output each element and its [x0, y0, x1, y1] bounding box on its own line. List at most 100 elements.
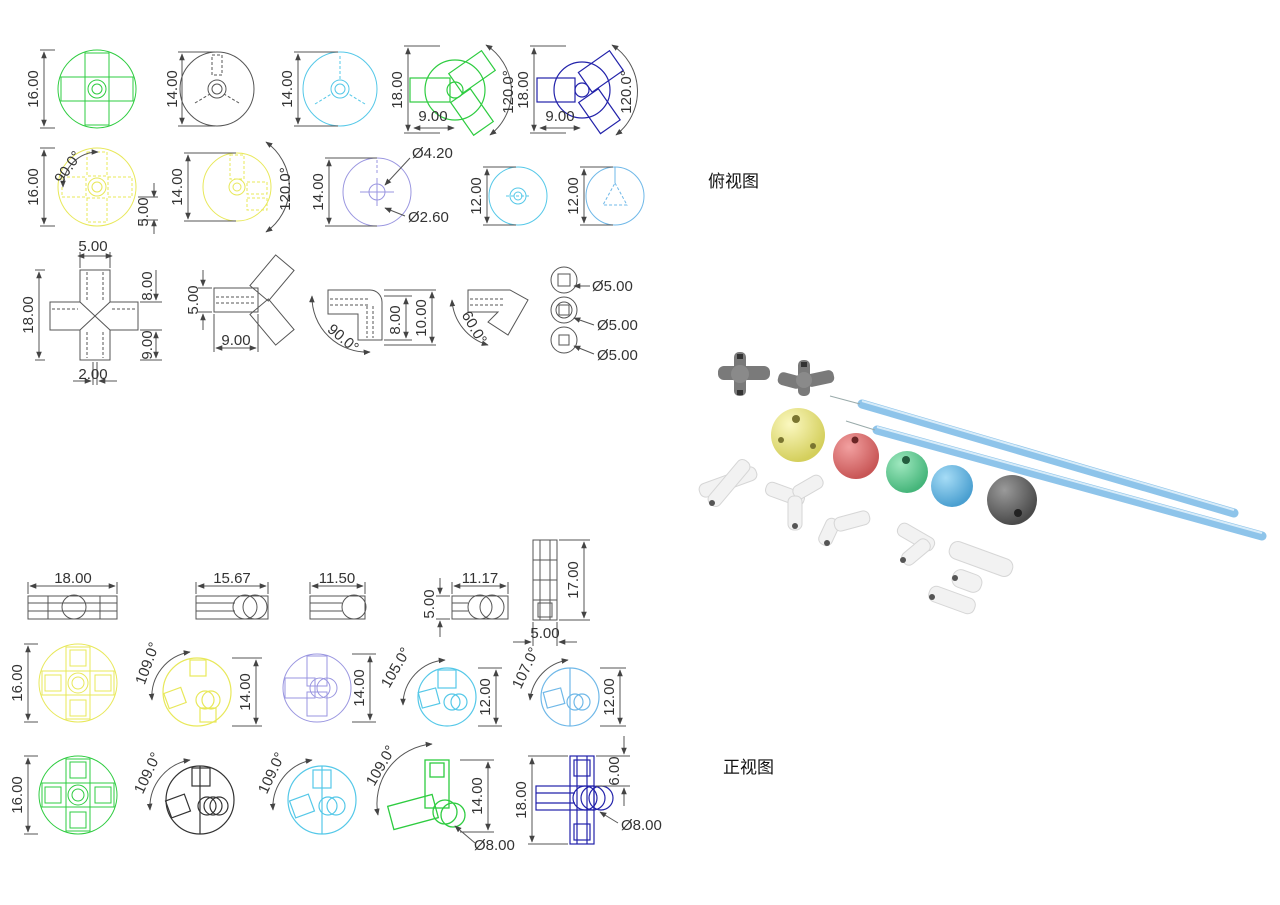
gray-tripod-connector	[777, 360, 835, 396]
row3-drawings: 5.00 18.00 8.00 9.00 2.00 5.00 9.00	[20, 238, 638, 385]
drawing-front-tall	[532, 539, 558, 621]
row6-drawings: 16.00 109.0° 109.0°	[9, 736, 662, 854]
dim-label: 14.00	[237, 673, 254, 711]
dim-label: 11.50	[319, 570, 355, 587]
dim-label: Ø5.00	[597, 347, 638, 364]
row1-drawings: 16.00 14.00 14.00	[25, 44, 638, 137]
ball-blue	[931, 465, 973, 507]
dim-label: 120.0°	[500, 70, 517, 114]
drawing-cross-connector	[49, 269, 139, 361]
dim-label: 12.00	[468, 177, 485, 215]
drawing-tube-ends	[550, 266, 578, 354]
front-view-label: 正视图	[723, 758, 774, 778]
white-tubes	[928, 541, 1014, 615]
dim-label: 109.0°	[363, 743, 399, 789]
dim-label: 5.00	[135, 197, 152, 226]
white-y-connector	[765, 474, 824, 531]
dim-label: 120.0°	[618, 70, 635, 114]
dim-label: 18.00	[515, 71, 532, 109]
drawing-front-double	[451, 594, 509, 620]
dim-label: 16.00	[25, 168, 42, 206]
dim-label: 8.00	[387, 305, 404, 334]
dim-label: Ø8.00	[621, 817, 662, 834]
dim-label: 14.00	[169, 168, 186, 206]
dim-label: 5.00	[78, 238, 107, 255]
dim-label: 14.00	[279, 70, 296, 108]
dim-label: 16.00	[9, 776, 26, 814]
dim-label: 15.67	[213, 570, 251, 587]
drawing-front-tee	[309, 594, 367, 620]
rod-2	[845, 420, 1267, 541]
dim-label: 18.00	[54, 570, 92, 587]
dim-label: 11.17	[462, 570, 498, 587]
dim-label: 14.00	[469, 777, 486, 815]
ball-green	[886, 451, 928, 493]
dim-label: 18.00	[20, 296, 37, 334]
white-cross-connector	[698, 459, 758, 507]
dim-label: 9.00	[139, 330, 156, 359]
dim-label: 109.0°	[255, 750, 289, 797]
drawing-green-cross-ball	[57, 49, 137, 129]
ball-gray	[987, 475, 1037, 525]
drawing-blue-y-connector	[536, 49, 625, 135]
dim-label: 5.00	[530, 625, 559, 642]
drawing-gray-tetra	[164, 765, 235, 835]
rod-1	[829, 395, 1239, 518]
white-elbow-60	[896, 522, 936, 566]
dim-label: 18.00	[513, 781, 530, 819]
drawing-cyan-small-ball	[488, 166, 548, 226]
drawing-cyan-tetra	[287, 765, 357, 835]
drawing-front-y	[195, 594, 269, 620]
dim-label: 10.00	[413, 299, 430, 337]
dim-label: 14.00	[164, 70, 181, 108]
drawing-green-joint	[386, 759, 466, 831]
drawing-gray-ball	[179, 51, 255, 127]
dim-label: 12.00	[477, 678, 494, 716]
dim-label: 16.00	[9, 664, 26, 702]
drawing-green-front-cross	[38, 755, 118, 835]
dim-label: 107.0°	[509, 645, 543, 692]
dim-label: 9.00	[221, 332, 250, 349]
dim-label: Ø8.00	[474, 837, 515, 854]
dim-label: 120.0°	[277, 167, 294, 211]
gray-cross-connector	[718, 352, 770, 396]
drawing-yellow-front-cross	[38, 643, 118, 723]
ball-red	[833, 433, 879, 479]
dim-label: 9.00	[545, 108, 574, 125]
dim-label: 6.00	[606, 756, 623, 785]
row4-drawings: 18.00 15.67 11.50 5.00	[27, 539, 590, 646]
dim-label: 109.0°	[131, 750, 165, 797]
drawing-lavender-front	[282, 653, 352, 723]
drawing-lightcyan-front	[540, 667, 600, 727]
dim-label: Ø2.60	[408, 209, 449, 226]
row5-drawings: 16.00 109.0° 14.00 14.00	[9, 640, 626, 727]
drawing-lightcyan-ball	[585, 166, 645, 226]
row2-drawings: 16.00 90.0° 5.00 14.00 120.0° 14.00	[25, 141, 645, 234]
dim-label: 18.00	[389, 71, 406, 109]
dim-label: 17.00	[565, 561, 582, 599]
drawing-yellow-tetra	[162, 657, 232, 727]
dim-label: 105.0°	[378, 645, 414, 691]
render-3d-parts	[698, 352, 1267, 615]
dim-label: 109.0°	[132, 640, 163, 687]
drawing-front-cross	[27, 594, 118, 620]
dim-label: Ø5.00	[592, 278, 633, 295]
drawing-blue-cross	[535, 755, 614, 845]
drawing-y-connector	[213, 254, 295, 346]
dim-label: 12.00	[601, 678, 618, 716]
dim-label: 5.00	[185, 285, 202, 314]
dim-label: 9.00	[418, 108, 447, 125]
dim-label: 14.00	[310, 173, 327, 211]
dim-label: 2.00	[78, 366, 107, 383]
drawing-cyan-front	[417, 667, 477, 727]
dim-label: 12.00	[565, 177, 582, 215]
dim-label: 90.0°	[51, 148, 85, 187]
drawing-yellow-y-ball	[202, 152, 272, 222]
white-elbow-90	[818, 510, 871, 547]
dim-label: 5.00	[421, 589, 438, 618]
dim-label: Ø5.00	[597, 317, 638, 334]
dim-label: 16.00	[25, 70, 42, 108]
top-view-label: 俯视图	[708, 172, 759, 192]
drawing-cyan-ball	[302, 51, 378, 127]
